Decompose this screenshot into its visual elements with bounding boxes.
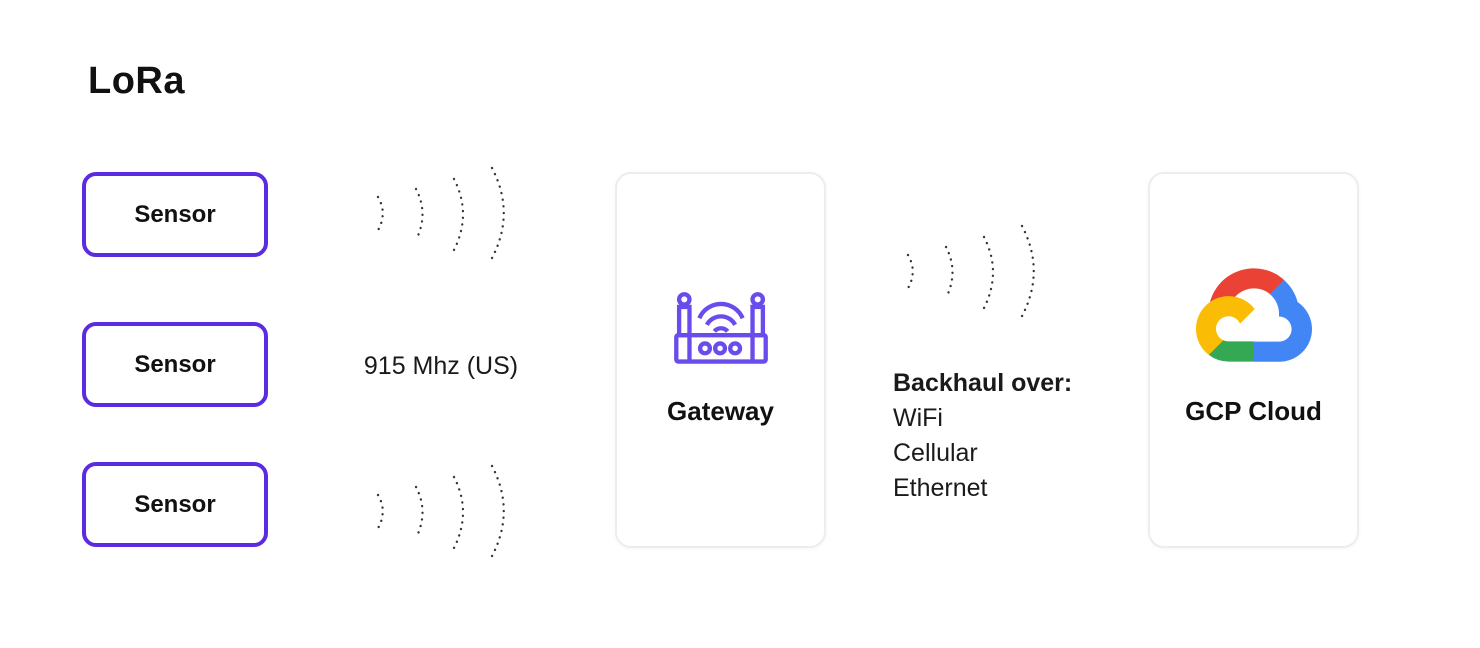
gcp-cloud-card: GCP Cloud bbox=[1148, 172, 1359, 548]
frequency-label: 915 Mhz (US) bbox=[363, 352, 519, 380]
sensor-node-1: Sensor bbox=[82, 172, 268, 257]
sensor-node-2: Sensor bbox=[82, 322, 268, 407]
sensor-label: Sensor bbox=[134, 490, 216, 518]
sensor-label: Sensor bbox=[134, 200, 216, 228]
signal-waves-icon bbox=[375, 464, 505, 560]
sensor-node-3: Sensor bbox=[82, 462, 268, 547]
gcp-cloud-label: GCP Cloud bbox=[1185, 396, 1322, 426]
backhaul-option-cellular: Cellular bbox=[893, 439, 978, 467]
backhaul-heading: Backhaul over: bbox=[893, 369, 1073, 397]
gateway-card: Gateway bbox=[615, 172, 826, 548]
router-gateway-icon bbox=[673, 292, 768, 364]
backhaul-option-ethernet: Ethernet bbox=[893, 474, 988, 502]
signal-waves-icon bbox=[905, 224, 1035, 320]
diagram-title: LoRa bbox=[88, 60, 185, 102]
gateway-label: Gateway bbox=[667, 396, 774, 426]
backhaul-option-wifi: WiFi bbox=[893, 404, 943, 432]
signal-waves-icon bbox=[375, 166, 505, 262]
sensor-label: Sensor bbox=[134, 350, 216, 378]
backhaul-info: Backhaul over: WiFi Cellular Ethernet bbox=[893, 366, 1072, 506]
gcp-cloud-logo-icon bbox=[1195, 268, 1312, 362]
